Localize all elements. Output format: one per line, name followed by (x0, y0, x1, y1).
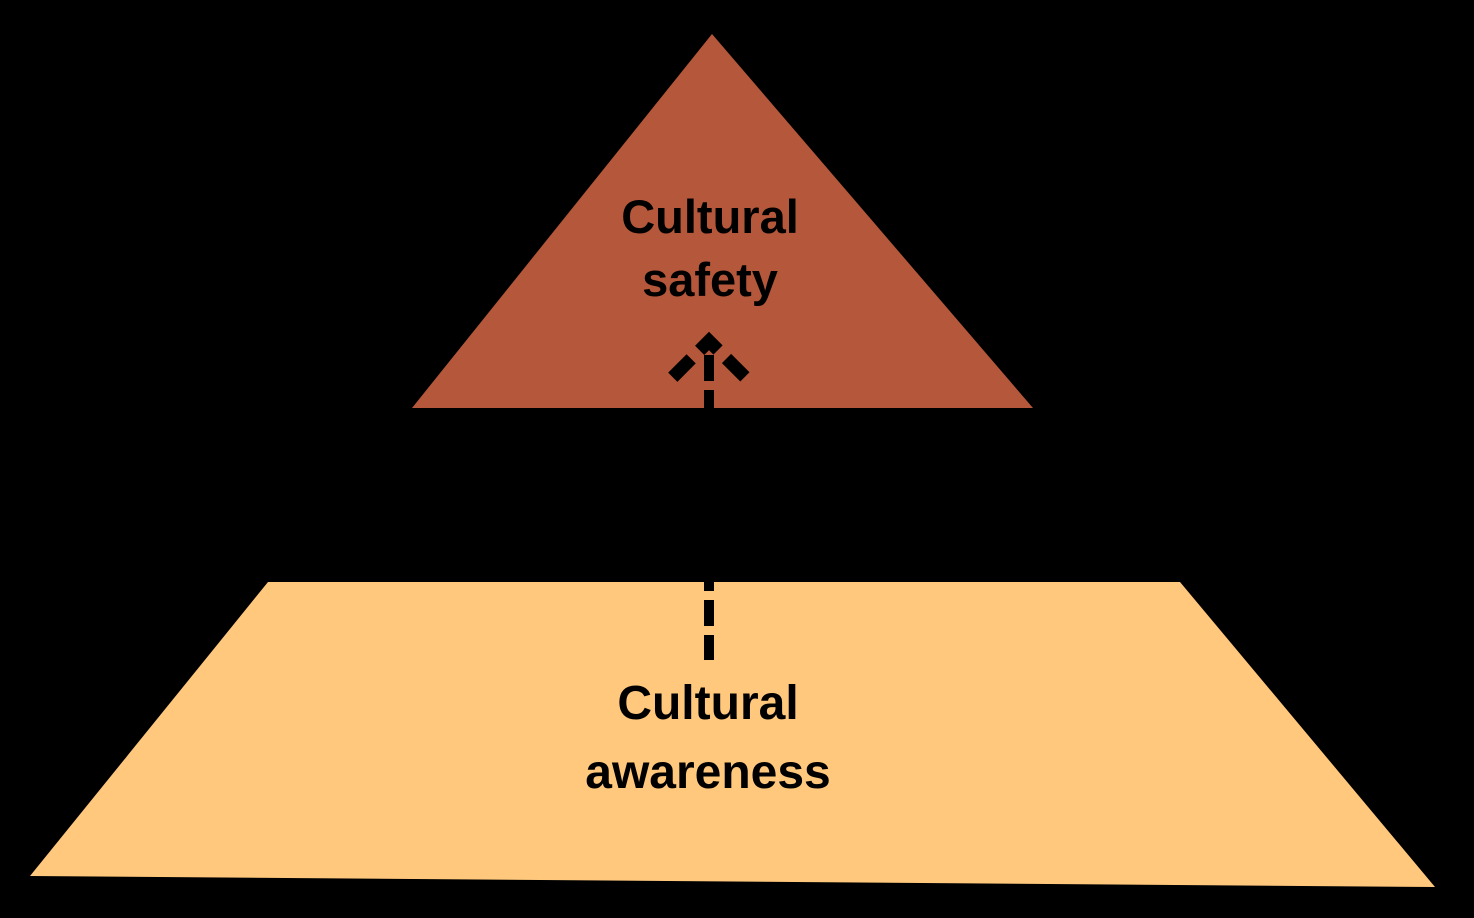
arrow-head-chevron (660, 331, 758, 390)
upward-dashed-arrow (660, 331, 758, 660)
cultural-awareness-trapezoid (30, 582, 1435, 887)
cultural-safety-triangle (412, 34, 1033, 408)
